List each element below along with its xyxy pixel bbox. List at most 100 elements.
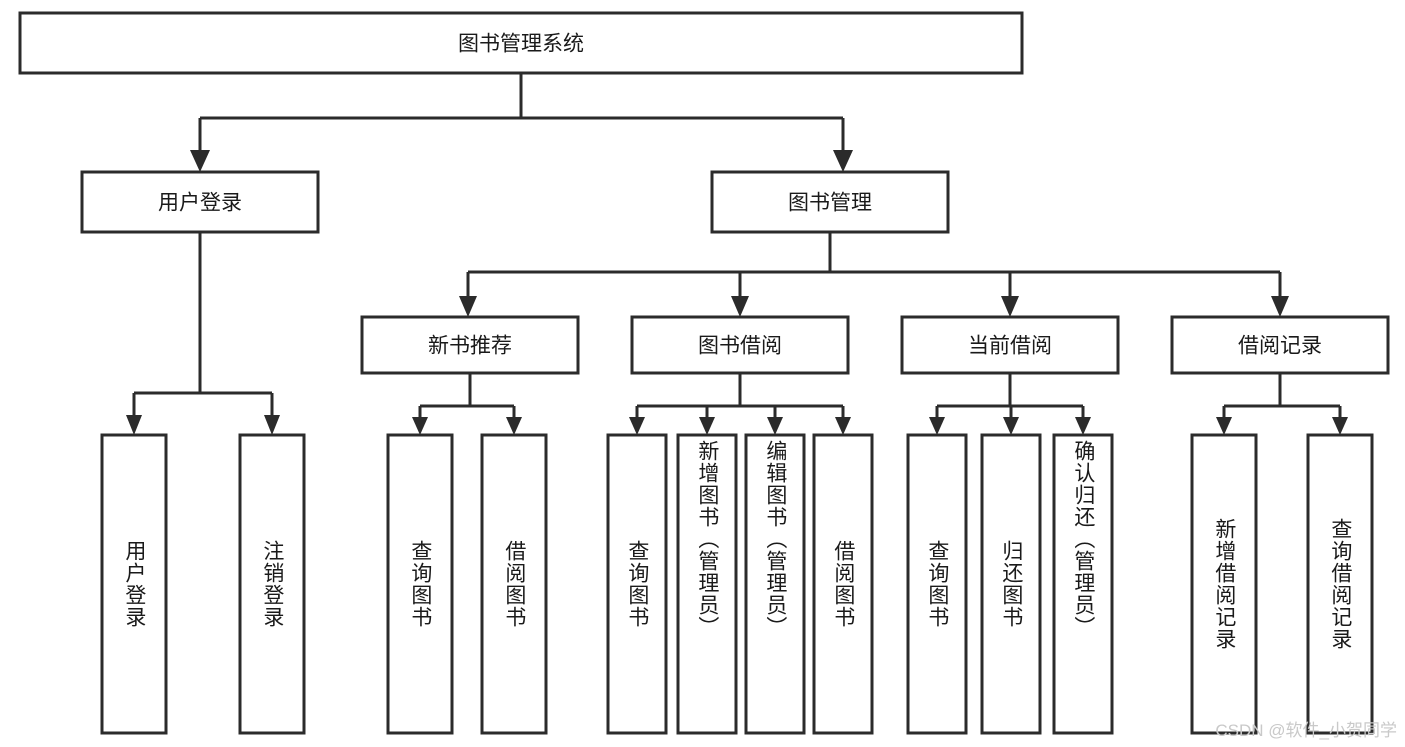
- arrow-head-leaf-borrow-add: [699, 417, 715, 435]
- node-book-borrow-label: 图书借阅: [698, 335, 782, 358]
- arrow-head-leaf-borrow-query: [629, 417, 645, 435]
- node-book-manage-box[interactable]: [710, 170, 950, 234]
- arrow-head-leaf-rec-add: [1216, 417, 1232, 435]
- connectors-borrowrecord-to-leaves: [1216, 373, 1348, 435]
- arrow-head-new-book-rec: [459, 296, 477, 317]
- node-leaf-borrow-edit-textwrap: 编辑图书（管理员）: [763, 440, 787, 638]
- connectors-bookmanage-to-level3: [459, 232, 1289, 317]
- node-user-login-label: 用户登录: [158, 192, 242, 215]
- node-leaf-borrow-edit-box[interactable]: [744, 433, 806, 735]
- node-leaf-user-logout-box[interactable]: [238, 433, 306, 735]
- node-current-borrow-box[interactable]: [900, 315, 1120, 375]
- arrow-head-book-borrow: [731, 296, 749, 317]
- node-leaf-rec-add-box[interactable]: [1190, 433, 1258, 735]
- node-leaf-rec-query-label: 查询图书: [408, 540, 432, 628]
- node-leaf-borrow-add-box[interactable]: [676, 433, 738, 735]
- arrow-head-borrow-record: [1271, 296, 1289, 317]
- node-leaf-rec-borrow[interactable]: 借阅图书: [480, 433, 548, 735]
- node-leaf-borrow-lend-label: 借阅图书: [831, 540, 855, 628]
- node-leaf-borrow-lend-box[interactable]: [812, 433, 874, 735]
- node-leaf-cur-confirm[interactable]: 确认归还（管理员）: [1052, 433, 1114, 735]
- node-leaf-borrow-lend-textwrap: 借阅图书: [831, 540, 855, 628]
- node-leaf-rec-search-box[interactable]: [1306, 433, 1374, 735]
- node-leaf-rec-add-label: 新增借阅记录: [1212, 518, 1236, 650]
- node-leaf-cur-return-box[interactable]: [980, 433, 1042, 735]
- node-leaf-cur-confirm-textwrap: 确认归还（管理员）: [1071, 440, 1095, 638]
- node-leaf-user-logout-textwrap: 注销登录: [260, 540, 284, 628]
- node-leaf-cur-return-textwrap: 归还图书: [999, 540, 1023, 628]
- node-leaf-cur-query-textwrap: 查询图书: [925, 540, 949, 628]
- arrow-head-leaf-user-logout: [264, 415, 280, 435]
- arrow-head-book-manage: [833, 150, 853, 172]
- node-leaf-rec-search-textwrap: 查询借阅记录: [1328, 518, 1352, 650]
- node-borrow-record-box[interactable]: [1170, 315, 1390, 375]
- node-leaf-user-logout[interactable]: 注销登录: [238, 433, 306, 735]
- node-leaf-borrow-edit-label: 编辑图书（管理员）: [763, 440, 787, 638]
- connector-bookmanage-branch: [466, 232, 1282, 298]
- node-current-borrow-label: 当前借阅: [968, 335, 1052, 358]
- node-leaf-borrow-lend[interactable]: 借阅图书: [812, 433, 874, 735]
- node-book-borrow[interactable]: 图书借阅: [630, 315, 850, 375]
- node-leaf-rec-search-label: 查询借阅记录: [1328, 518, 1352, 650]
- node-book-borrow-box[interactable]: [630, 315, 850, 375]
- arrow-head-leaf-borrow-edit: [767, 417, 783, 435]
- node-leaf-user-login-textwrap: 用户登录: [122, 540, 146, 628]
- connectors-root-to-level2: [190, 73, 853, 172]
- arrow-head-current-borrow: [1001, 296, 1019, 317]
- node-leaf-rec-query-box[interactable]: [386, 433, 454, 735]
- node-leaf-cur-return[interactable]: 归还图书: [980, 433, 1042, 735]
- connectors-newbookrec-to-leaves: [412, 373, 522, 435]
- node-leaf-cur-confirm-box[interactable]: [1052, 433, 1114, 735]
- node-borrow-record[interactable]: 借阅记录: [1170, 315, 1390, 375]
- connectors-currentborrow-to-leaves: [929, 373, 1091, 435]
- node-leaf-user-login-box[interactable]: [100, 433, 168, 735]
- node-leaf-rec-search[interactable]: 查询借阅记录: [1306, 433, 1374, 735]
- node-leaf-user-login-label: 用户登录: [122, 540, 146, 628]
- arrow-head-user-login: [190, 150, 210, 172]
- node-leaf-borrow-add[interactable]: 新增图书（管理员）: [676, 433, 738, 735]
- node-leaf-cur-query-box[interactable]: [906, 433, 968, 735]
- connector-root-branch: [198, 73, 845, 152]
- connector-borrowrecord-branch: [1222, 373, 1342, 420]
- node-root[interactable]: 图书管理系统: [18, 11, 1024, 75]
- arrow-head-leaf-cur-query: [929, 417, 945, 435]
- connector-newbookrec-branch: [418, 373, 516, 420]
- node-leaf-cur-query[interactable]: 查询图书: [906, 433, 968, 735]
- node-leaf-rec-borrow-label: 借阅图书: [502, 540, 526, 628]
- node-book-manage-label: 图书管理: [788, 192, 872, 215]
- node-leaf-rec-query-textwrap: 查询图书: [408, 540, 432, 628]
- node-leaf-borrow-query-label: 查询图书: [625, 540, 649, 628]
- node-leaf-rec-add-textwrap: 新增借阅记录: [1212, 518, 1236, 650]
- arrow-head-leaf-cur-return: [1003, 417, 1019, 435]
- node-leaf-borrow-query[interactable]: 查询图书: [606, 433, 668, 735]
- arrow-head-leaf-rec-query: [412, 417, 428, 435]
- node-new-book-rec[interactable]: 新书推荐: [360, 315, 580, 375]
- node-leaf-rec-borrow-box[interactable]: [480, 433, 548, 735]
- connector-bookborrow-branch: [635, 373, 845, 420]
- connectors-bookborrow-to-leaves: [629, 373, 851, 435]
- node-root-label: 图书管理系统: [458, 33, 584, 56]
- node-leaf-rec-borrow-textwrap: 借阅图书: [502, 540, 526, 628]
- node-user-login-box[interactable]: [80, 170, 320, 234]
- node-leaf-user-logout-label: 注销登录: [260, 540, 284, 628]
- node-leaf-cur-return-label: 归还图书: [999, 540, 1023, 628]
- node-leaf-borrow-add-textwrap: 新增图书（管理员）: [695, 440, 719, 638]
- node-leaf-borrow-edit[interactable]: 编辑图书（管理员）: [744, 433, 806, 735]
- node-current-borrow[interactable]: 当前借阅: [900, 315, 1120, 375]
- node-user-login[interactable]: 用户登录: [80, 170, 320, 234]
- node-leaf-cur-confirm-label: 确认归还（管理员）: [1071, 440, 1095, 638]
- arrow-head-leaf-user-login: [126, 415, 142, 435]
- node-book-manage[interactable]: 图书管理: [710, 170, 950, 234]
- node-leaf-user-login[interactable]: 用户登录: [100, 433, 168, 735]
- node-new-book-rec-box[interactable]: [360, 315, 580, 375]
- connectors-userlogin-to-leaves: [126, 232, 280, 435]
- node-leaf-rec-query[interactable]: 查询图书: [386, 433, 454, 735]
- node-leaf-borrow-add-label: 新增图书（管理员）: [695, 440, 719, 638]
- arrow-head-leaf-borrow-lend: [835, 417, 851, 435]
- node-leaf-cur-query-label: 查询图书: [925, 540, 949, 628]
- node-leaf-borrow-query-box[interactable]: [606, 433, 668, 735]
- arrow-head-leaf-rec-borrow: [506, 417, 522, 435]
- node-root-box[interactable]: [18, 11, 1024, 75]
- node-leaf-rec-add[interactable]: 新增借阅记录: [1190, 433, 1258, 735]
